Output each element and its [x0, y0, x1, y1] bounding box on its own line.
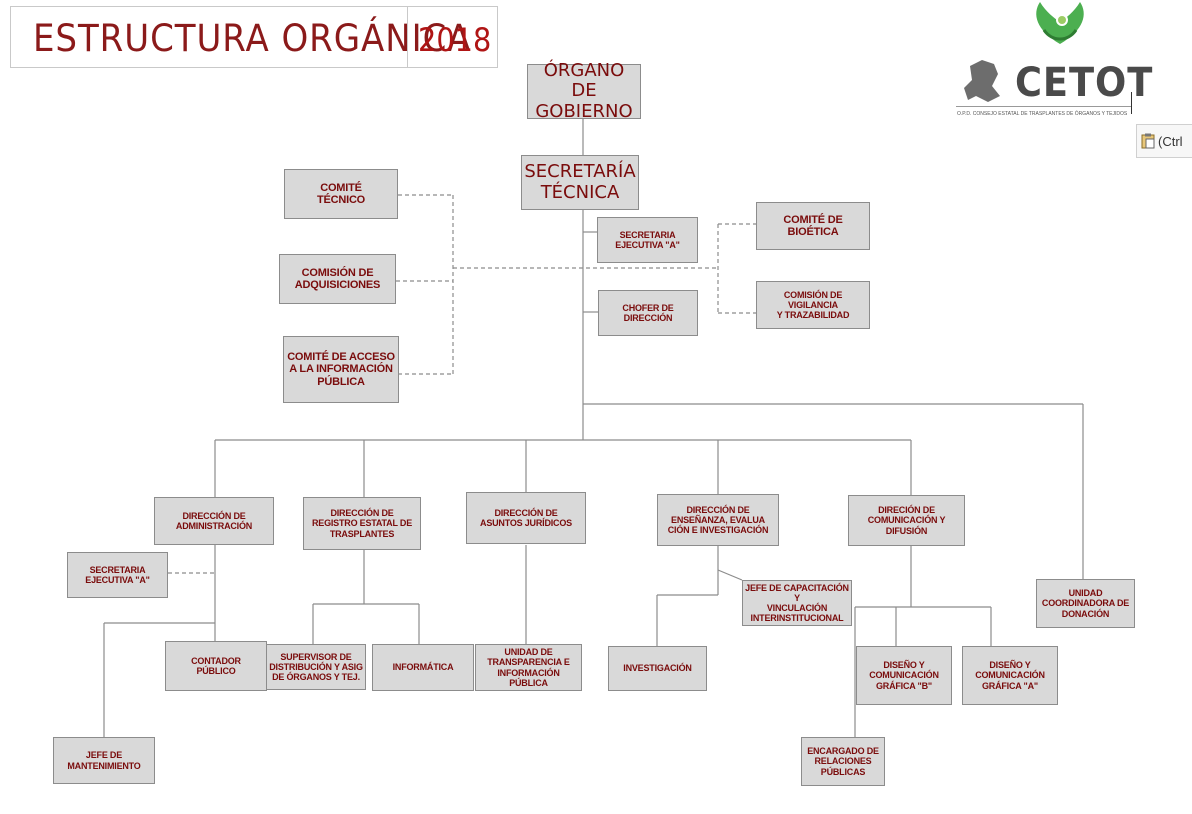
box-diseno-grafica-a: DISEÑO Y COMUNICACIÓN GRÁFICA "A": [962, 646, 1058, 705]
box-unidad-donacion: UNIDAD COORDINADORA DE DONACIÓN: [1036, 579, 1135, 628]
clipboard-icon: [1141, 133, 1155, 149]
title-year: 2018: [418, 21, 492, 59]
box-comite-bioetica: COMITÉ DE BIOÉTICA: [756, 202, 870, 250]
box-secretaria-ejecutiva-a-admin: SECRETARIA EJECUTIVA "A": [67, 552, 168, 598]
box-diseno-grafica-b: DISEÑO Y COMUNICACIÓN GRÁFICA "B": [856, 646, 952, 705]
box-direccion-ensenanza: DIRECCIÓN DE ENSEÑANZA, EVALUA CIÓN E IN…: [657, 494, 779, 546]
box-encargado-relaciones: ENCARGADO DE RELACIONES PÚBLICAS: [801, 737, 885, 786]
box-direccion-comunicacion: DIRECIÓN DE COMUNICACIÓN Y DIFUSIÓN: [848, 495, 965, 546]
box-direccion-juridicos: DIRECCIÓN DE ASUNTOS JURÍDICOS: [466, 492, 586, 544]
box-comision-vigilancia: COMISIÓN DE VIGILANCIA Y TRAZABILIDAD: [756, 281, 870, 329]
logo-name: CETOT: [1015, 60, 1154, 106]
title-banner: ESTRUCTURA ORGÁNICA 2018: [10, 6, 498, 68]
box-comite-acceso-informacion: COMITÉ DE ACCESO A LA INFORMACIÓN PÚBLIC…: [283, 336, 399, 403]
logo-vbar: [1131, 92, 1132, 114]
box-chofer-direccion: CHOFER DE DIRECCIÓN: [598, 290, 698, 336]
box-secretaria-tecnica: SECRETARÍA TÉCNICA: [521, 155, 639, 210]
box-jefe-mantenimiento: JEFE DE MANTENIMIENTO: [53, 737, 155, 784]
logo-underline: [956, 106, 1132, 107]
box-secretaria-ejecutiva-a-top: SECRETARIA EJECUTIVA "A": [597, 217, 698, 263]
box-organo-gobierno: ÓRGANO DE GOBIERNO: [527, 61, 641, 121]
box-comite-tecnico: COMITÉ TÉCNICO: [284, 169, 398, 219]
paste-options-badge[interactable]: (Ctrl: [1136, 124, 1192, 158]
box-informatica: INFORMÁTICA: [372, 644, 474, 691]
logo-emblem-icon: [964, 2, 1084, 102]
title-divider: [407, 7, 408, 67]
box-investigacion: INVESTIGACIÓN: [608, 646, 707, 691]
box-jefe-capacitacion: JEFE DE CAPACITACIÓN Y VINCULACIÓN INTER…: [742, 580, 852, 626]
page-title: ESTRUCTURA ORGÁNICA: [33, 17, 472, 60]
cetot-logo: [952, 0, 1132, 124]
box-direccion-administracion: DIRECCIÓN DE ADMINISTRACIÓN: [154, 497, 274, 545]
box-contador-publico: CONTADOR PÚBLICO: [165, 641, 267, 691]
box-direccion-registro: DIRECCIÓN DE REGISTRO ESTATAL DE TRASPLA…: [303, 497, 421, 550]
box-comision-adquisiciones: COMISIÓN DE ADQUISICIONES: [279, 254, 396, 304]
box-supervisor-distribucion: SUPERVISOR DE DISTRIBUCIÓN Y ASIG DE ÓRG…: [266, 644, 366, 690]
box-unidad-transparencia: UNIDAD DE TRANSPARENCIA E INFORMACIÓN PÚ…: [475, 644, 582, 691]
paste-badge-label: (Ctrl: [1158, 133, 1183, 149]
logo-subtitle: O.P.D. CONSEJO ESTATAL DE TRASPLANTES DE…: [957, 111, 1128, 117]
